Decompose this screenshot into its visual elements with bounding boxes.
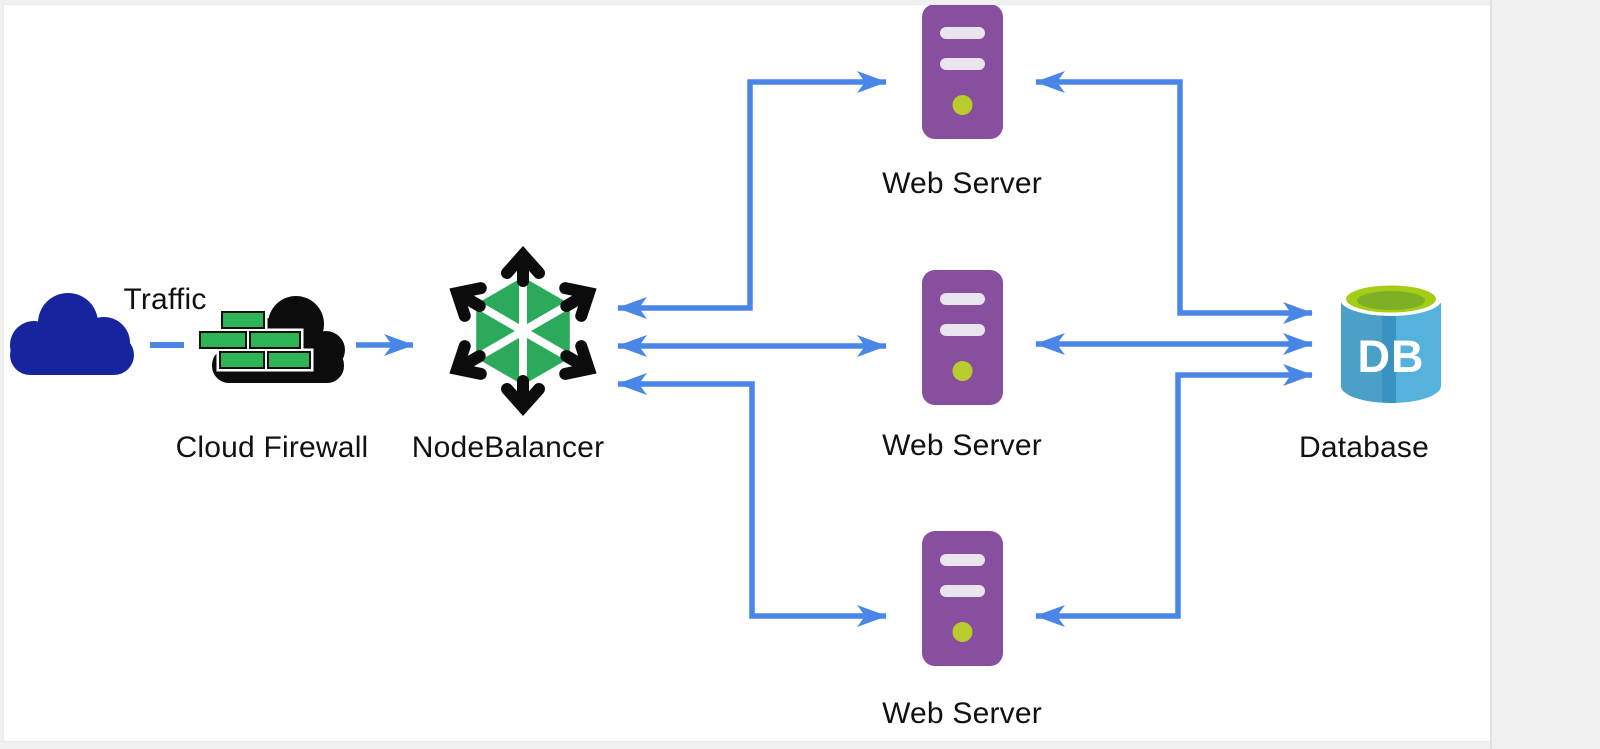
database-icon: DB: [1338, 276, 1444, 410]
server-icon: [922, 531, 1003, 666]
frame-edge-left: [0, 0, 4, 749]
web-server-middle-label: Web Server: [882, 429, 1042, 462]
cloud-firewall-label: Cloud Firewall: [175, 431, 369, 464]
nodebalancer-icon: [441, 243, 605, 419]
database-label: Database: [1298, 431, 1430, 464]
frame-edge-bottom: [0, 741, 1600, 749]
database-icon-text: DB: [1358, 331, 1425, 382]
traffic-cloud-icon: [8, 287, 138, 377]
cloud-firewall-icon: [196, 290, 348, 386]
nodebalancer-label: NodeBalancer: [411, 431, 605, 464]
web-server-bottom-label: Web Server: [882, 697, 1042, 730]
frame-edge-top: [0, 0, 1600, 5]
edge-nodebalancer-webserver-top: [617, 71, 887, 319]
edge-webserver-top-database: [1035, 71, 1313, 324]
server-icon: [922, 4, 1003, 139]
edge-nodebalancer-webserver-bottom: [617, 373, 887, 627]
traffic-label: Traffic: [123, 283, 207, 316]
edge-webserver-bottom-database: [1035, 364, 1313, 627]
web-server-top-label: Web Server: [882, 167, 1042, 200]
frame-panel-right: [1490, 0, 1600, 749]
server-icon: [922, 270, 1003, 405]
